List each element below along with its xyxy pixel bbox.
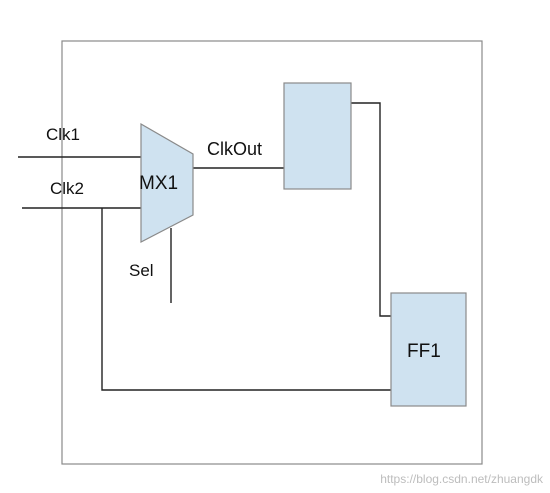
ff1-block (390, 292, 467, 407)
clk2-label: Clk2 (50, 179, 84, 198)
mux-label: MX1 (139, 173, 178, 194)
ff1-label: FF1 (407, 341, 441, 362)
boundary-box (61, 40, 483, 465)
sel-label: Sel (129, 261, 154, 280)
clk1-label: Clk1 (46, 125, 80, 144)
mux-mx1 (140, 122, 194, 243)
block-to-ff1-wire (351, 102, 391, 317)
watermark-text: https://blog.csdn.net/zhuangdk (380, 472, 544, 486)
clk2-to-ff1-wire (101, 208, 391, 391)
upper-block (283, 82, 352, 190)
clkout-label: ClkOut (207, 139, 262, 159)
